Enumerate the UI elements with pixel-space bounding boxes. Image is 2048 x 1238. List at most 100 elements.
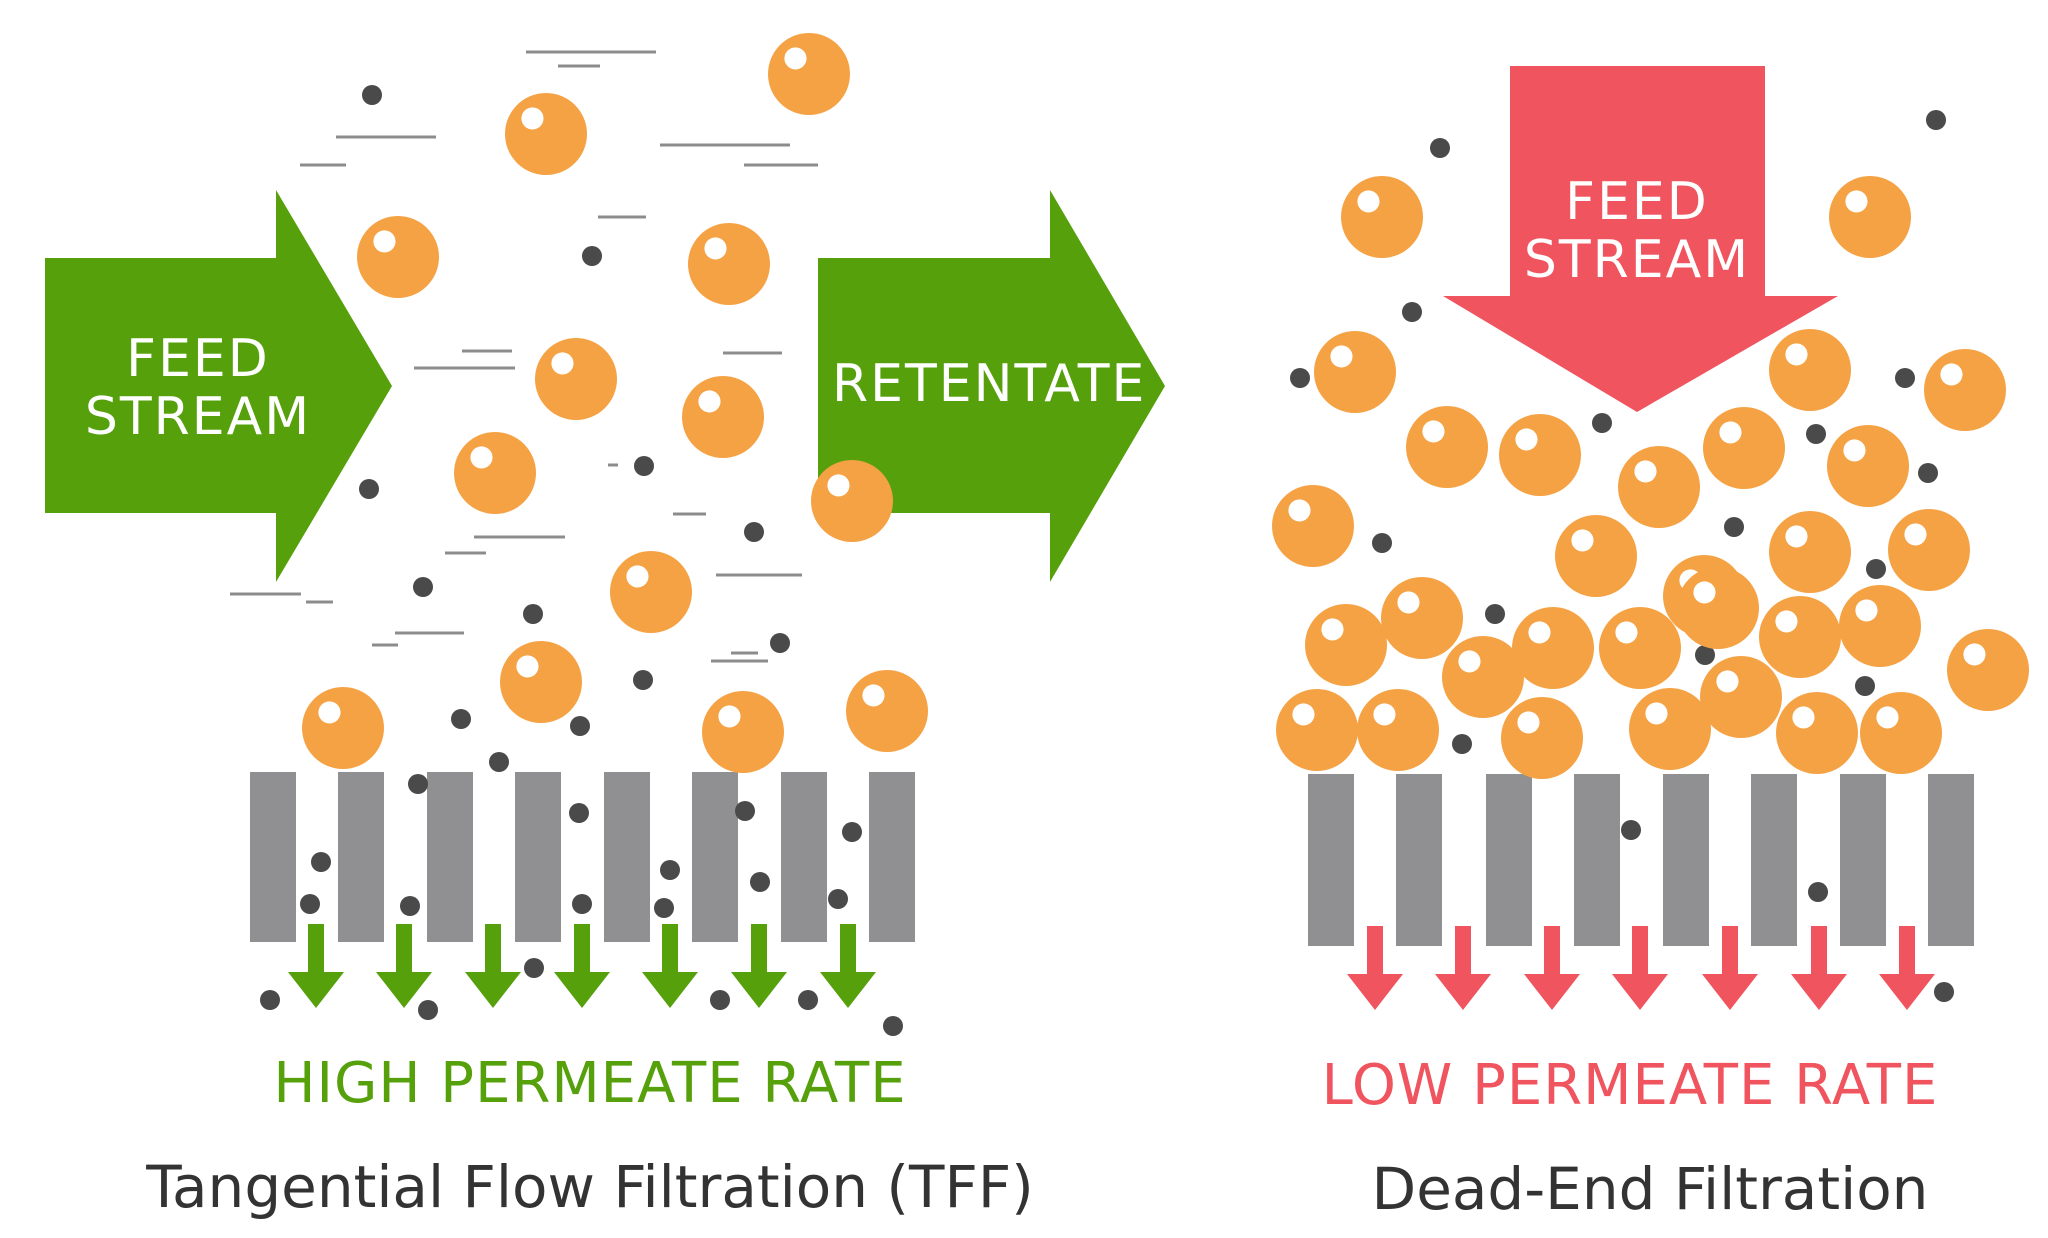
dead-end-feed-stream-label: FEED STREAM [1507, 176, 1767, 286]
membrane-bar [1663, 774, 1709, 946]
small-particle [1808, 882, 1828, 902]
permeate-arrow [288, 924, 344, 1008]
membrane-bar [515, 772, 561, 942]
large-particle [1700, 656, 1782, 738]
large-particle [1272, 485, 1354, 567]
large-particle [1629, 688, 1711, 770]
small-particle [418, 1000, 438, 1020]
small-particle [489, 752, 509, 772]
small-particle [260, 990, 280, 1010]
permeate-arrow [1435, 926, 1491, 1010]
tff-feed-stream-arrow [45, 190, 392, 582]
permeate-arrow [820, 924, 876, 1008]
small-particle [523, 604, 543, 624]
large-particle [1827, 425, 1909, 507]
small-particle [524, 958, 544, 978]
permeate-arrow [1347, 926, 1403, 1010]
tff-caption: Tangential Flow Filtration (TFF) [146, 1153, 1034, 1221]
large-particle [1314, 331, 1396, 413]
large-particle [1442, 636, 1524, 718]
small-particle [883, 1016, 903, 1036]
small-particle [451, 709, 471, 729]
small-particle [400, 896, 420, 916]
large-particle [500, 641, 582, 723]
tff-permeate-arrows [288, 924, 876, 1008]
large-particle [1829, 176, 1911, 258]
membrane-bar [1928, 774, 1974, 946]
membrane-bar [1574, 774, 1620, 946]
dead-end-permeate-arrows [1347, 926, 1935, 1010]
small-particle [362, 85, 382, 105]
large-particle [1618, 446, 1700, 528]
membrane-bar [1486, 774, 1532, 946]
large-particle [811, 460, 893, 542]
large-particle [768, 33, 850, 115]
permeate-arrow [376, 924, 432, 1008]
small-particle [1402, 302, 1422, 322]
large-particle [1888, 509, 1970, 591]
membrane-bar [250, 772, 296, 942]
dead-end-caption: Dead-End Filtration [1371, 1155, 1929, 1223]
tff-feed-stream-line1: FEED [126, 329, 270, 389]
small-particle [634, 456, 654, 476]
tff-membrane [250, 772, 915, 942]
small-particle [570, 716, 590, 736]
membrane-bar [869, 772, 915, 942]
large-particle [1501, 697, 1583, 779]
large-particle [1947, 629, 2029, 711]
large-particle [1759, 596, 1841, 678]
large-particle [535, 338, 617, 420]
dead-end-permeate-rate-label: LOW PERMEATE RATE [1321, 1053, 1939, 1118]
small-particle [408, 774, 428, 794]
small-particle [300, 894, 320, 914]
membrane-bar [427, 772, 473, 942]
large-particle [454, 432, 536, 514]
small-particle [770, 633, 790, 653]
membrane-bar [1396, 774, 1442, 946]
small-particle [798, 990, 818, 1010]
small-particle [1290, 368, 1310, 388]
small-particles [260, 85, 1954, 1036]
large-particle [1357, 689, 1439, 771]
small-particle [660, 860, 680, 880]
large-particle [1839, 585, 1921, 667]
small-particle [842, 822, 862, 842]
permeate-arrow [731, 924, 787, 1008]
large-particle [1341, 176, 1423, 258]
small-particle [1895, 368, 1915, 388]
permeate-arrow [465, 924, 521, 1008]
permeate-arrow [1612, 926, 1668, 1010]
membrane-bar [1751, 774, 1797, 946]
small-particle [1452, 734, 1472, 754]
permeate-arrow [1524, 926, 1580, 1010]
permeate-arrow [1791, 926, 1847, 1010]
membrane-bar [338, 772, 384, 942]
tff-feed-stream-line2: STREAM [84, 387, 312, 447]
permeate-arrow [1702, 926, 1758, 1010]
small-particle [413, 577, 433, 597]
small-particle [735, 801, 755, 821]
small-particle [572, 894, 592, 914]
membrane-bar [781, 772, 827, 942]
permeate-arrow [642, 924, 698, 1008]
tff-permeate-rate-label: HIGH PERMEATE RATE [273, 1051, 907, 1116]
small-particle [1855, 676, 1875, 696]
small-particle [1695, 645, 1715, 665]
large-particles [302, 33, 2029, 779]
small-particle [828, 889, 848, 909]
small-particle [1918, 463, 1938, 483]
large-particle [1769, 511, 1851, 593]
large-particle [1860, 692, 1942, 774]
tff-retentate-label: RETENTATE [832, 354, 1147, 414]
small-particle [710, 990, 730, 1010]
small-particle [311, 852, 331, 872]
small-particle [1372, 533, 1392, 553]
large-particle [1512, 607, 1594, 689]
large-particle [357, 216, 439, 298]
large-particle [505, 93, 587, 175]
dead-end-feed-stream-arrow [1443, 66, 1838, 412]
dead-end-membrane [1308, 774, 1974, 946]
small-particle [1485, 604, 1505, 624]
